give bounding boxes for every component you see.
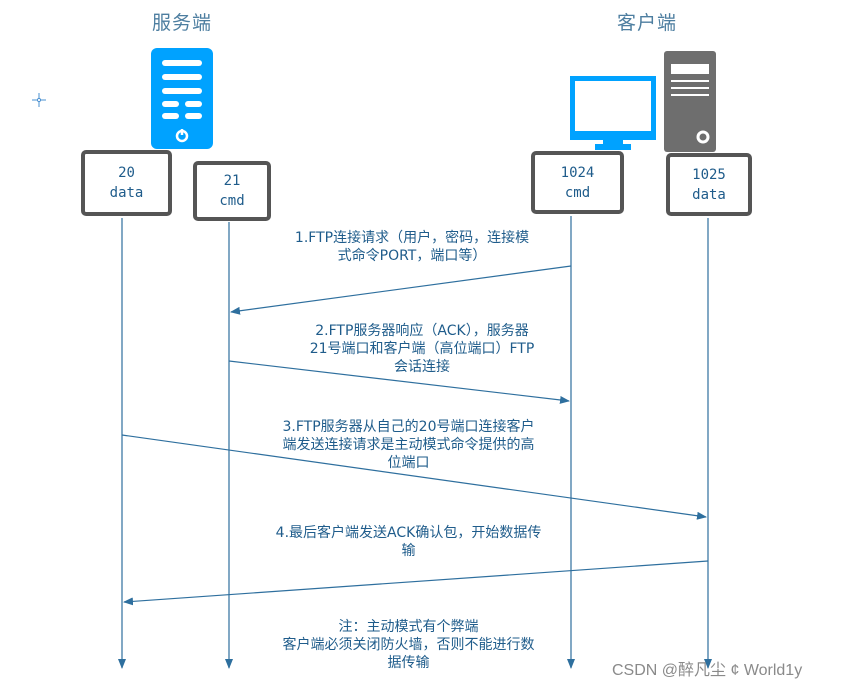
- port-role: cmd: [564, 184, 591, 201]
- message-label-2: 2.FTP服务器响应（ACK），服务器 21号端口和客户端（高位端口）FTP 会…: [262, 322, 582, 376]
- note-line: 注：主动模式有个弊端: [338, 619, 479, 635]
- port-number: 21: [223, 173, 241, 189]
- message-line: 3.FTP服务器从自己的20号端口连接客户: [282, 419, 535, 435]
- message-label-1: 1.FTP连接请求（用户，密码，连接模 式命令PORT，端口等）: [252, 229, 572, 265]
- message-label-4: 4.最后客户端发送ACK确认包，开始数据传 输: [236, 524, 581, 560]
- server-port-20-data: 20 data: [81, 150, 172, 216]
- crosshair-icon: [32, 93, 46, 107]
- port-number: 1024: [560, 164, 595, 181]
- port-role: data: [109, 185, 144, 201]
- note-label: 注：主动模式有个弊端 客户端必须关闭防火墙，否则不能进行数 据传输: [236, 618, 581, 672]
- watermark: CSDN @醉凡尘 ¢ World1y: [612, 662, 803, 679]
- note-line: 据传输: [387, 655, 430, 671]
- message-line: 位端口: [387, 455, 430, 471]
- message-line: 4.最后客户端发送ACK确认包，开始数据传: [275, 525, 542, 541]
- message-line: 式命令PORT，端口等）: [337, 248, 487, 264]
- note-line: 客户端必须关闭防火墙，否则不能进行数: [282, 637, 535, 653]
- monitor-icon: [570, 76, 656, 150]
- server-port-21-cmd: 21 cmd: [193, 161, 271, 221]
- client-port-1024-cmd: 1024 cmd: [531, 151, 624, 214]
- port-role: data: [692, 186, 726, 203]
- port-role: cmd: [219, 193, 245, 209]
- message-line: 端发送连接请求是主动模式命令提供的高: [282, 437, 535, 453]
- server-title: 服务端: [152, 12, 213, 34]
- message-line: 21号端口和客户端（高位端口）FTP: [309, 341, 535, 357]
- message-line: 1.FTP连接请求（用户，密码，连接模: [294, 230, 530, 246]
- message-arrow-3: [121, 434, 707, 520]
- client-port-1025-data: 1025 data: [666, 153, 752, 216]
- port-number: 1025: [692, 166, 726, 183]
- message-arrow-2: [228, 360, 570, 404]
- message-line: 输: [401, 543, 416, 559]
- server-tower-icon: [151, 48, 213, 149]
- message-arrow-4: [123, 560, 709, 606]
- message-line: 2.FTP服务器响应（ACK），服务器: [315, 323, 529, 339]
- port-number: 20: [118, 165, 135, 181]
- message-arrow-1: [230, 265, 572, 315]
- pc-tower-icon: [664, 51, 716, 152]
- message-line: 会话连接: [394, 359, 450, 375]
- client-title: 客户端: [617, 12, 678, 34]
- message-label-3: 3.FTP服务器从自己的20号端口连接客户 端发送连接请求是主动模式命令提供的高…: [236, 418, 581, 472]
